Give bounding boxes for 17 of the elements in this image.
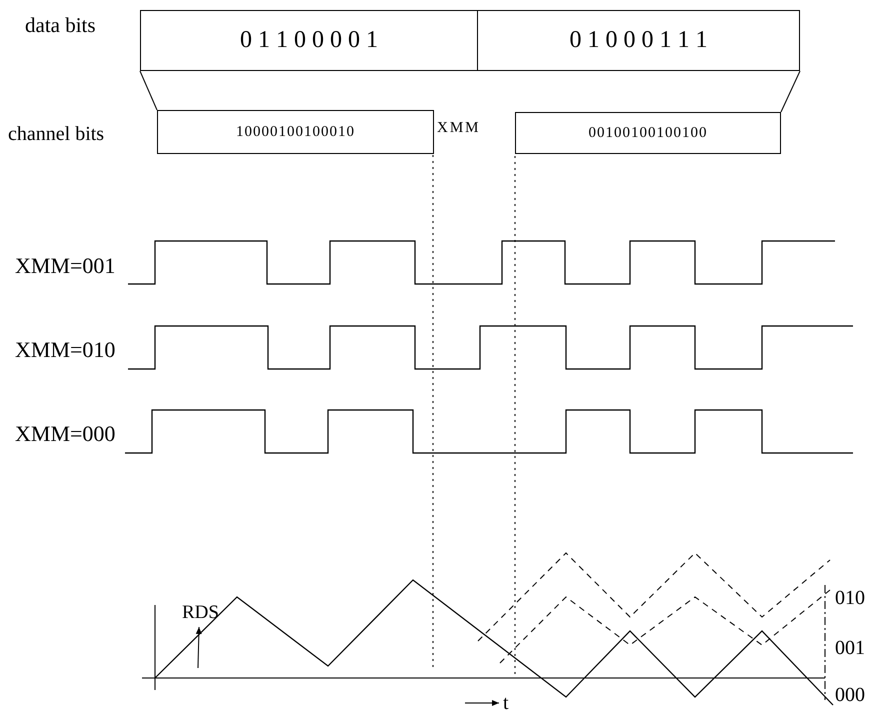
bit-box: 0 1 0 0 0 1 1 1	[477, 10, 800, 71]
expansion-line	[140, 70, 158, 110]
expansion-line	[780, 70, 800, 112]
row-label: data bits	[25, 14, 96, 36]
bit-label: XMM	[437, 120, 481, 136]
waveform-label: XMM=000	[15, 423, 116, 445]
row-label: channel bits	[8, 124, 104, 144]
axis-label: t	[503, 693, 509, 713]
axis-label: RDS	[182, 602, 219, 622]
bit-box: 10000100100010	[157, 110, 434, 154]
curve-label: 000	[835, 685, 865, 705]
curve-label: 001	[835, 638, 865, 658]
curve-label: 010	[835, 588, 865, 608]
bit-box: 00100100100100	[515, 112, 781, 154]
waveform-label: XMM=010	[15, 339, 116, 361]
bit-box: 0 1 1 0 0 0 0 1	[140, 10, 478, 71]
waveform-label: XMM=001	[15, 255, 116, 277]
